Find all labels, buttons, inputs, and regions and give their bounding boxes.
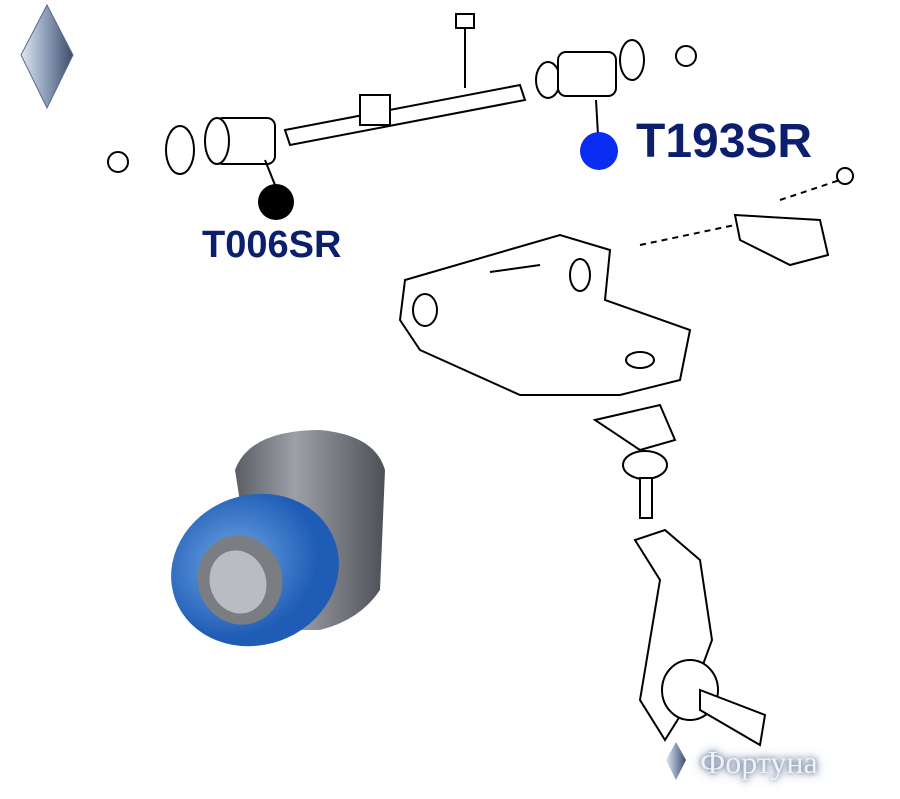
upper-arm-shaft bbox=[283, 13, 527, 147]
ball-joint bbox=[592, 403, 677, 519]
logo-diamond-icon bbox=[20, 3, 74, 110]
bracket bbox=[639, 167, 854, 267]
bushing-left bbox=[107, 117, 276, 175]
bushing-right bbox=[535, 39, 697, 99]
steering-knuckle bbox=[633, 528, 767, 747]
part-label-t193sr: T193SR bbox=[636, 115, 813, 168]
callout-marker-t006sr bbox=[258, 184, 294, 220]
upper-control-arm bbox=[398, 233, 692, 396]
part-label-t006sr: T006SR bbox=[202, 224, 342, 266]
brand-watermark: Фортуна bbox=[700, 744, 818, 780]
callout-marker-t193sr bbox=[580, 132, 618, 170]
bushing-photo bbox=[171, 430, 385, 647]
brand-diamond-icon bbox=[666, 742, 686, 780]
